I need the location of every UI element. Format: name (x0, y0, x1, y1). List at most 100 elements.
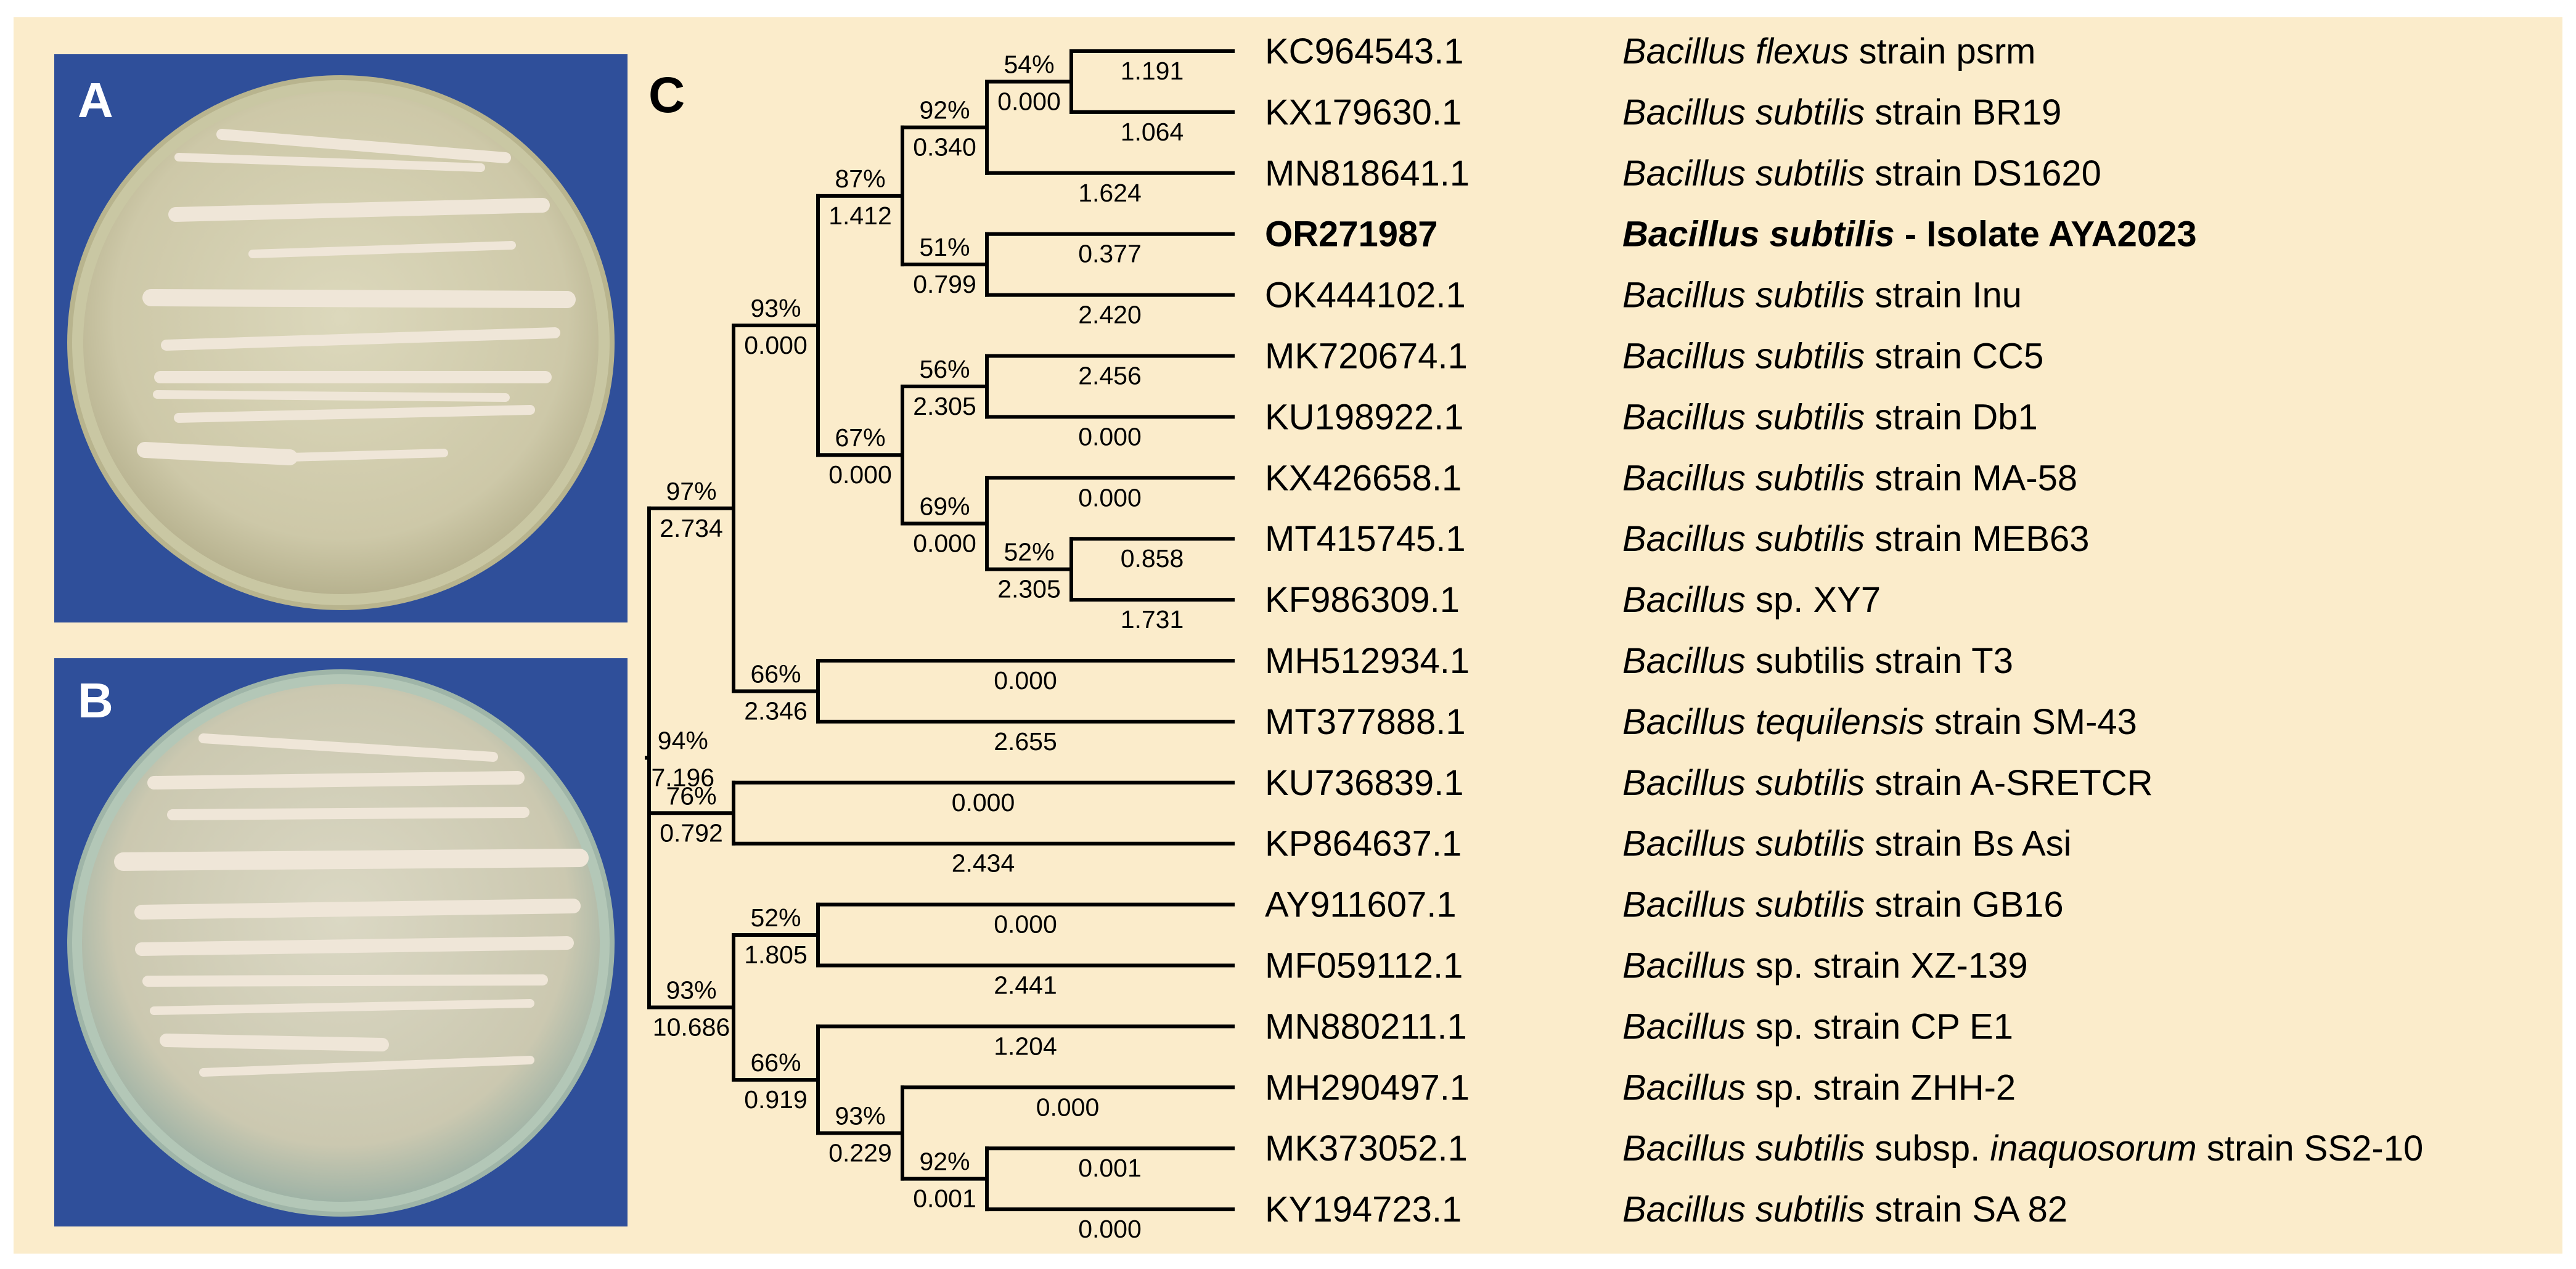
accession-label: MT415745.1 (1265, 519, 1466, 559)
taxon-species: subtilis (1756, 1128, 1865, 1169)
branch-length: 0.377 (1078, 240, 1142, 268)
accession-label: MH290497.1 (1265, 1067, 1470, 1108)
taxon-name: Bacillus subtilis strain Bs Asi (1622, 824, 2072, 864)
branch-length: 0.000 (744, 331, 808, 359)
taxon-species: subtilis (1756, 1189, 1865, 1230)
taxon-strain: strain MA-58 (1865, 458, 2077, 498)
root-branch-length: 7.196 (651, 764, 714, 792)
bootstrap-value: 52% (1004, 538, 1054, 566)
taxon-genus: Bacillus (1622, 337, 1756, 377)
branch-length: 0.000 (1036, 1093, 1100, 1121)
accession-label: KF986309.1 (1265, 580, 1460, 620)
accession-label: KU198922.1 (1265, 397, 1463, 437)
taxon-strain: strain GB16 (1865, 885, 2063, 925)
branch-length: 0.919 (744, 1085, 808, 1114)
taxon-name: Bacillus sp. strain ZHH-2 (1622, 1067, 2016, 1108)
bootstrap-value: 93% (835, 1101, 885, 1130)
panel-b-label: B (78, 673, 113, 728)
branch-length: 1.191 (1121, 57, 1184, 85)
branch-length: 2.655 (994, 727, 1057, 756)
taxon-species: subtilis (1756, 337, 1865, 377)
taxon-genus: Bacillus (1622, 153, 1756, 194)
taxon-genus: Bacillus (1622, 824, 1756, 864)
taxon-strain: strain CC5 (1865, 337, 2043, 377)
taxon-strain: sp. strain ZHH-2 (1746, 1067, 2016, 1108)
taxon-genus: Bacillus (1622, 641, 1746, 681)
panel-a: A (54, 54, 628, 622)
taxon-name: Bacillus sp. strain XZ-139 (1622, 946, 2028, 986)
bootstrap-value: 69% (919, 492, 970, 520)
taxon-strain: strain A-SRETCR (1865, 763, 2153, 803)
accession-label: MT377888.1 (1265, 702, 1466, 742)
accession-label: AY911607.1 (1265, 885, 1457, 925)
branch-length: 1.624 (1078, 179, 1142, 207)
branch-length: 0.001 (913, 1185, 976, 1213)
bootstrap-value: 97% (666, 477, 716, 505)
bootstrap-value: 51% (919, 233, 970, 261)
taxon-genus: Bacillus (1622, 92, 1756, 133)
accession-label: KX179630.1 (1265, 92, 1462, 133)
taxon-genus: Bacillus (1622, 397, 1756, 437)
taxon-name: Bacillus subtilis strain Db1 (1622, 397, 2038, 437)
taxon-genus: Bacillus (1622, 763, 1756, 803)
taxon-strain: strain psrm (1849, 31, 2036, 71)
taxon-genus: Bacillus (1622, 1128, 1756, 1169)
taxon-genus: Bacillus (1622, 31, 1756, 71)
panel-a-label: A (78, 73, 113, 128)
panel-b-colony-streaks (114, 733, 589, 1077)
branch-length: 0.000 (994, 910, 1057, 939)
taxon-species: subtilis (1756, 153, 1865, 194)
taxon-strain: strain Db1 (1865, 397, 2037, 437)
taxon-name: Bacillus subtilis strain MA-58 (1622, 458, 2077, 498)
accession-label: OR271987 (1265, 214, 1438, 255)
taxon-strain: strain Bs Asi (1865, 824, 2071, 864)
bootstrap-value: 66% (750, 1048, 801, 1077)
branch-length: 1.412 (828, 202, 892, 230)
panel-c-label: C (648, 67, 685, 123)
accession-label: MK373052.1 (1265, 1128, 1468, 1169)
taxon-genus: Bacillus (1622, 946, 1746, 986)
taxon-genus: Bacillus (1622, 275, 1756, 316)
taxon-species: subtilis (1756, 824, 1865, 864)
taxon-species: subtilis (1770, 214, 1895, 255)
taxon-genus: Bacillus (1622, 885, 1756, 925)
taxon-genus: Bacillus (1622, 1006, 1746, 1047)
taxon-species: flexus (1756, 31, 1849, 71)
taxon-strain: subsp. (1865, 1128, 1990, 1169)
bootstrap-value: 66% (750, 659, 801, 688)
taxon-species: subtilis (1756, 92, 1865, 133)
taxon-name: Bacillus subtilis strain CC5 (1622, 337, 2043, 377)
branch-length: 0.000 (1078, 483, 1142, 512)
branch-length: 0.000 (952, 788, 1015, 817)
branch-length: 2.456 (1078, 362, 1142, 390)
accession-label: MN818641.1 (1265, 153, 1470, 194)
taxon-strain: strain SA 82 (1865, 1189, 2067, 1230)
branch-length: 0.000 (997, 87, 1061, 115)
taxon-name: Bacillus subtilis strain T3 (1622, 641, 2013, 681)
taxon-name: Bacillus subtilis strain DS1620 (1622, 153, 2101, 194)
branch-length: 0.858 (1121, 544, 1184, 573)
taxon-name: Bacillus tequilensis strain SM-43 (1622, 702, 2137, 742)
bootstrap-value: 76% (666, 781, 716, 810)
accession-label: KX426658.1 (1265, 458, 1462, 498)
branch-length: 0.001 (1078, 1154, 1142, 1182)
taxon-species: subtilis (1756, 397, 1865, 437)
taxon-name: Bacillus subtilis strain BR19 (1622, 92, 2061, 133)
taxon-strain: subtilis strain T3 (1746, 641, 2013, 681)
taxon-name: Bacillus sp. XY7 (1622, 580, 1881, 620)
taxon-strain: strain SM-43 (1924, 702, 2137, 742)
accession-label: OK444102.1 (1265, 275, 1466, 316)
panel-a-colony-streaks (137, 129, 576, 465)
branch-length: 0.000 (913, 529, 976, 557)
taxon-name: Bacillus sp. strain CP E1 (1622, 1006, 2013, 1047)
taxon-subspecies: inaquosorum (1990, 1128, 2196, 1169)
branch-length: 1.204 (994, 1032, 1057, 1060)
taxon-genus: Bacillus (1622, 702, 1756, 742)
taxon-strain: strain Inu (1865, 275, 2022, 316)
taxon-genus: Bacillus (1622, 214, 1770, 255)
branch-length: 0.792 (660, 818, 723, 847)
branch-length: 1.731 (1121, 605, 1184, 634)
bootstrap-value: 52% (750, 904, 801, 932)
taxon-name: Bacillus subtilis strain GB16 (1622, 885, 2064, 925)
